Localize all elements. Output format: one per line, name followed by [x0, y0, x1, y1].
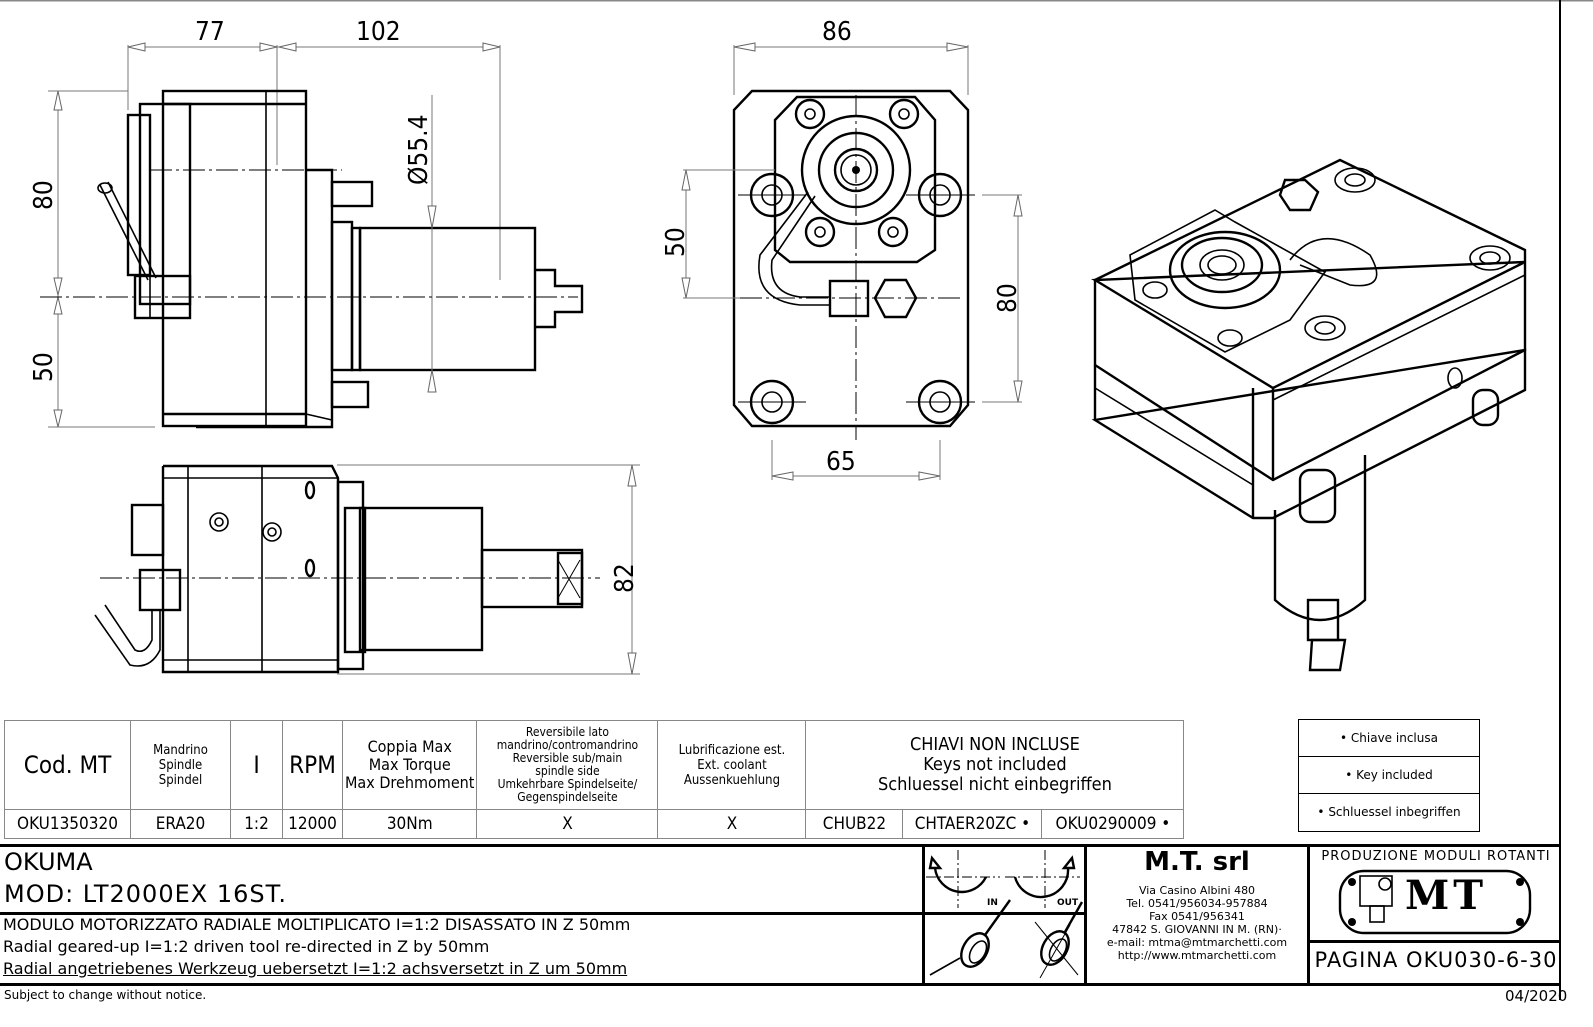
production-label: PRODUZIONE MODULI ROTANTI	[1321, 849, 1551, 864]
spec-table: Cod. MT Mandrino Spindle Spindel I RPM C…	[4, 720, 1185, 839]
rotation-icons	[926, 850, 1084, 979]
cell-key-2: CHTAER20ZC •	[902, 809, 1043, 839]
divider	[0, 844, 1560, 847]
divider	[0, 912, 924, 915]
dim-diameter: Ø55.4	[404, 115, 434, 185]
company-name: M.T. srl	[1144, 847, 1250, 877]
header-rpm: RPM	[282, 720, 343, 810]
machine-brand: OKUMA	[4, 848, 93, 876]
wrench-out-icon	[1034, 901, 1084, 979]
legend-item: • Schluessel inbegriffen	[1317, 805, 1461, 819]
header-coolant: Lubrificazione est. Ext. coolant Aussenk…	[657, 720, 807, 810]
cell-code: OKU1350320	[4, 809, 131, 839]
spec-data-row: OKU1350320 ERA20 1:2 12000 30Nm X X CHUB…	[4, 809, 1185, 839]
revision-date: 04/2020	[1505, 987, 1568, 1005]
rotation-in-label: IN	[987, 898, 998, 908]
header-ratio: I	[230, 720, 283, 810]
description-de: Radial angetriebenes Werkzeug uebersetzt…	[3, 959, 628, 978]
dim-102: 102	[356, 17, 401, 47]
dim-50-front: 50	[661, 227, 691, 257]
spec-header-row: Cod. MT Mandrino Spindle Spindel I RPM C…	[4, 720, 1185, 810]
rotation-out-icon	[1013, 867, 1070, 899]
machine-model: MOD: LT2000EX 16ST.	[4, 880, 288, 908]
dim-82: 82	[610, 563, 640, 593]
cell-torque: 30Nm	[341, 809, 478, 839]
side-view: 77 102 80 50	[29, 17, 584, 429]
page-number: PAGINA OKU030-6-30	[1314, 948, 1558, 972]
divider	[0, 983, 1560, 986]
bottom-view: 82	[94, 464, 640, 675]
divider	[1084, 844, 1087, 984]
cell-key-3: OKU0290009 •	[1041, 809, 1185, 839]
rotation-out-label: OUT	[1057, 898, 1079, 908]
dim-80-side: 80	[29, 180, 59, 210]
front-view: 86 50 80	[661, 17, 1023, 481]
cell-reversible: X	[476, 809, 659, 839]
divider	[922, 912, 1086, 915]
header-code: Cod. MT	[4, 720, 131, 810]
description-en: Radial geared-up I=1:2 driven tool re-di…	[3, 937, 490, 956]
isometric-view	[1090, 158, 1527, 672]
legend-item: • Chiave inclusa	[1299, 720, 1479, 757]
legend-item: • Key included	[1299, 757, 1479, 794]
dim-65: 65	[826, 447, 856, 477]
rotation-in-icon	[933, 867, 988, 894]
mt-logo	[1338, 869, 1532, 935]
wrench-in-icon	[929, 899, 1011, 976]
company-website[interactable]: http://www.mtmarchetti.com	[1117, 949, 1277, 962]
company-address: Via Casino Albini 480 Tel. 0541/956034-9…	[1087, 884, 1307, 962]
key-legend: • Chiave inclusa • Key included • Schlue…	[1298, 719, 1480, 832]
cell-spindle: ERA20	[130, 809, 231, 839]
divider	[1307, 844, 1310, 984]
change-notice: Subject to change without notice.	[4, 988, 207, 1002]
cell-rpm: 12000	[282, 809, 343, 839]
dim-50-side: 50	[29, 352, 59, 382]
cell-coolant: X	[657, 809, 807, 839]
header-torque: Coppia Max Max Torque Max Drehmoment	[341, 720, 478, 810]
header-spindle: Mandrino Spindle Spindel	[130, 720, 231, 810]
dim-77: 77	[195, 17, 225, 47]
description-it: MODULO MOTORIZZATO RADIALE MOLTIPLICATO …	[3, 915, 631, 934]
dim-80-front: 80	[993, 283, 1023, 313]
header-keys: CHIAVI NON INCLUSE Keys not included Sch…	[805, 720, 1185, 810]
header-reversible: Reversibile lato mandrino/contromandrino…	[476, 720, 659, 810]
cell-ratio: 1:2	[230, 809, 283, 839]
logo-text: MT	[1405, 872, 1488, 919]
divider	[1307, 940, 1560, 943]
dim-86: 86	[822, 17, 852, 47]
cell-key-1: CHUB22	[805, 809, 904, 839]
